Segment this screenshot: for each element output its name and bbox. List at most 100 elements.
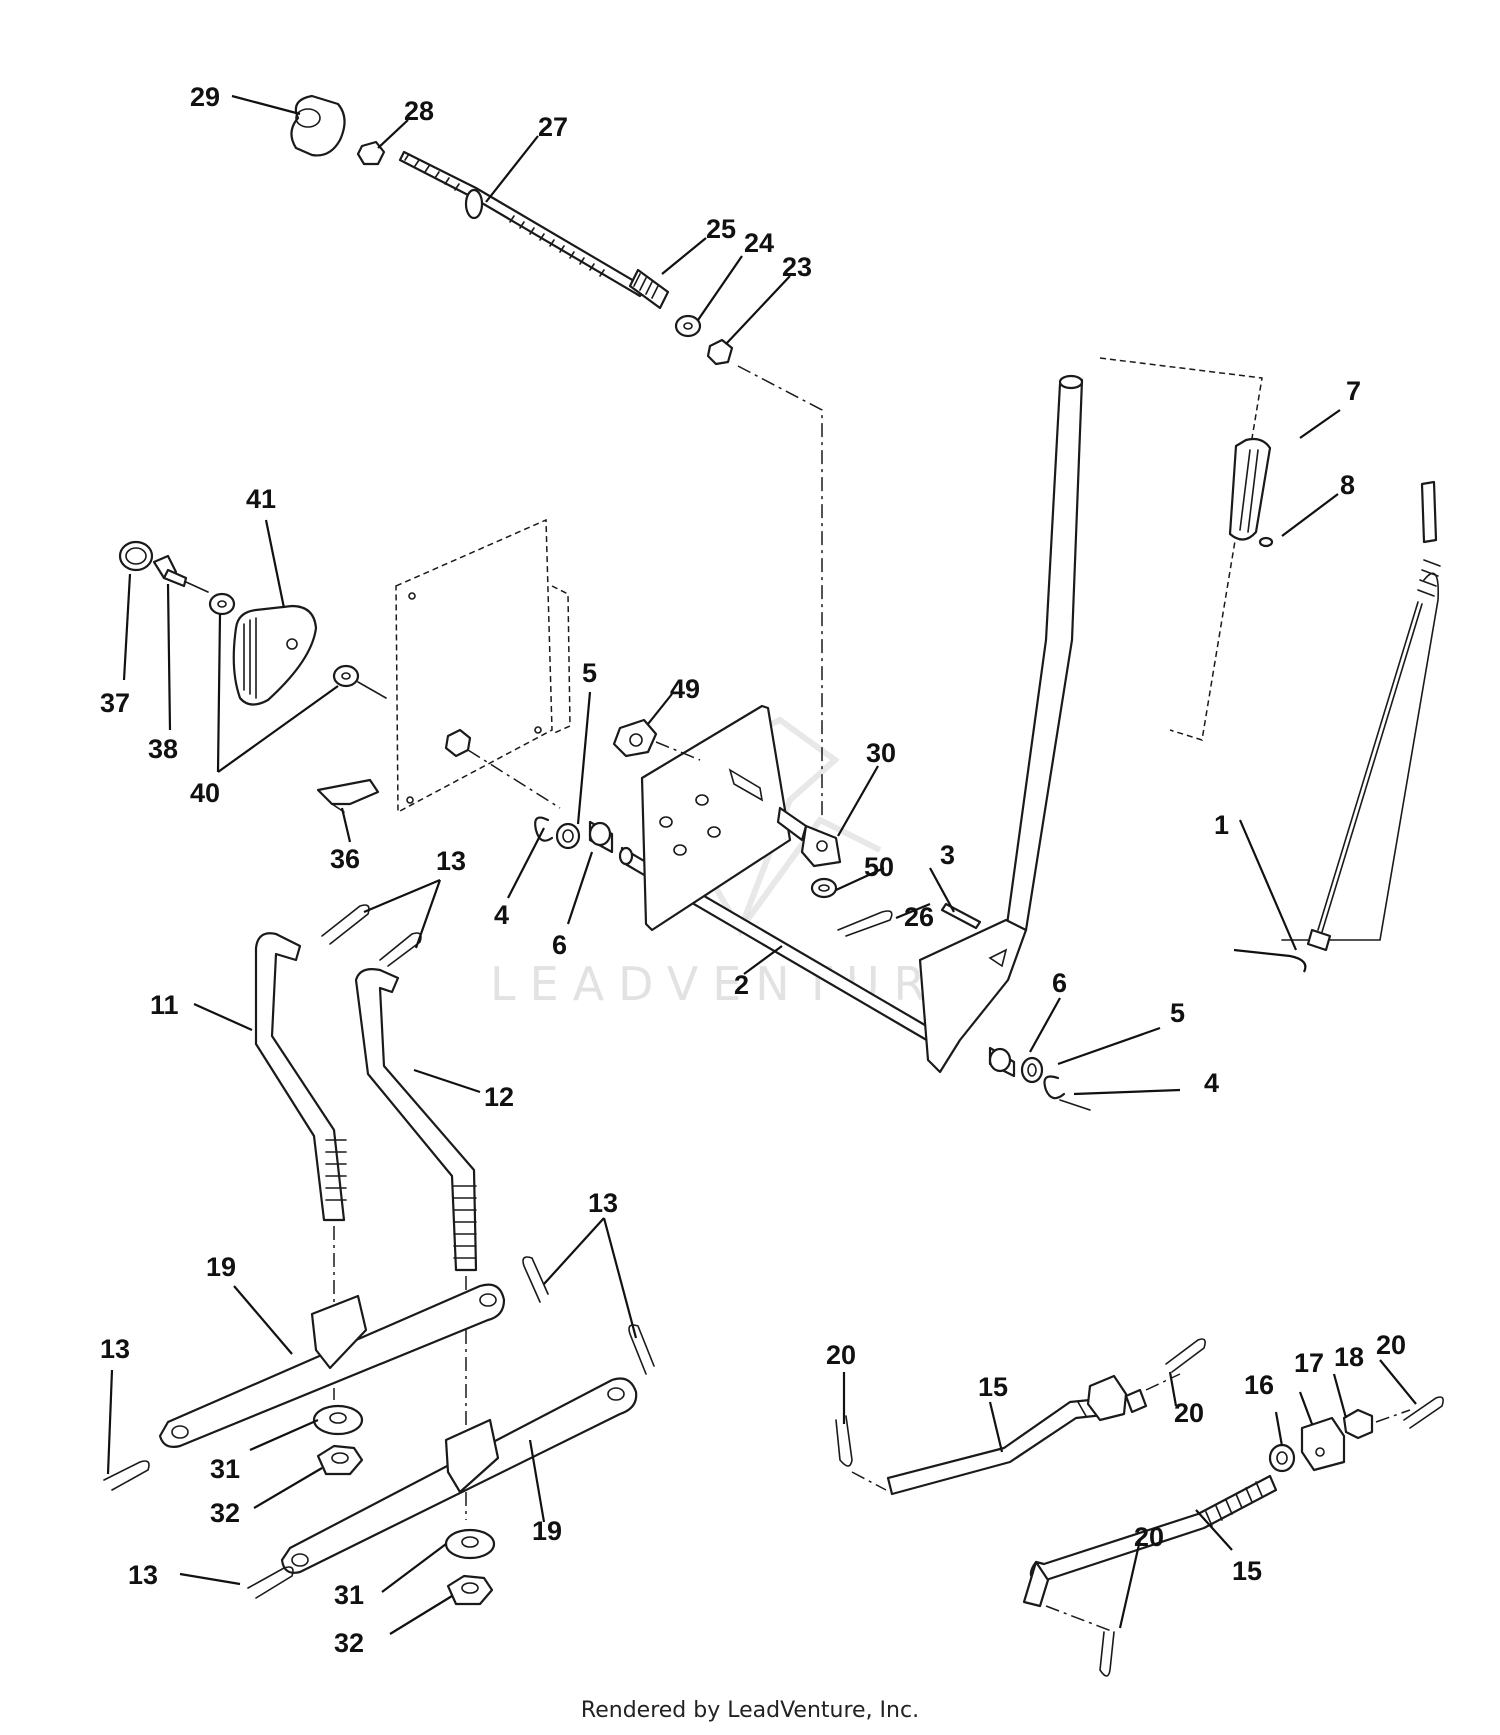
axis-20a: [851, 1471, 887, 1491]
dashed-panel: [395, 518, 571, 814]
callout-13-mid: 13: [588, 1188, 618, 1218]
callout-11: 11: [150, 990, 179, 1020]
nut-23: [706, 338, 734, 366]
callout-32-lower: 32: [334, 1628, 364, 1658]
callout-15-upper: 15: [978, 1372, 1008, 1402]
callout-17: 17: [1294, 1348, 1324, 1378]
callout-27: 27: [538, 112, 568, 142]
lift-handle: [918, 374, 1084, 1074]
callout-25: 25: [706, 214, 736, 244]
callout-13-bottom: 13: [128, 1560, 158, 1590]
screw-38: [152, 554, 188, 588]
callout-8: 8: [1340, 470, 1355, 500]
axis-right: [1059, 1099, 1091, 1111]
axis-20b: [1145, 1373, 1181, 1391]
callout-4-left: 4: [494, 900, 509, 930]
hairpin-20-c: [1403, 1396, 1444, 1429]
nut-32-lower: [446, 1574, 494, 1606]
leader-lines: [106, 94, 1417, 1635]
axis-panel: [467, 749, 561, 809]
callout-5-upper: 5: [582, 658, 597, 688]
cam-knob-41: [232, 604, 318, 706]
callout-26: 26: [904, 902, 934, 932]
callout-20-right: 20: [1376, 1330, 1406, 1360]
lock-washer-50: [810, 877, 838, 899]
e-clip-4-right: [1043, 1075, 1066, 1100]
link-12: [354, 968, 478, 1272]
callout-4-right: 4: [1204, 1068, 1219, 1098]
callout-31-lower: 31: [334, 1580, 364, 1610]
callout-20-mid: 20: [1174, 1398, 1204, 1428]
footer-credit: Rendered by LeadVenture, Inc.: [580, 1698, 920, 1723]
hairpin-13-a: [321, 904, 370, 945]
callout-23: 23: [782, 252, 812, 282]
callout-49: 49: [670, 674, 700, 704]
callout-50: 50: [864, 852, 894, 882]
link-11: [254, 932, 347, 1222]
watermark-text: LEADVENTURE: [490, 957, 983, 1011]
callout-16: 16: [1244, 1370, 1274, 1400]
threaded-rod-27: [398, 150, 648, 298]
bracket-plate: [640, 704, 792, 932]
callout-19-upper: 19: [206, 1252, 236, 1282]
callout-24: 24: [744, 228, 774, 258]
callout-30: 30: [866, 738, 896, 768]
callout-40: 40: [190, 778, 220, 808]
callout-18: 18: [1334, 1342, 1364, 1372]
grommet-31-upper: [312, 1404, 364, 1436]
knob-29: [290, 94, 346, 157]
callout-12: 12: [484, 1082, 514, 1112]
axis-20d: [1045, 1605, 1115, 1633]
callout-37: 37: [100, 688, 130, 718]
nut-32-upper: [316, 1444, 364, 1476]
rod-15-lower: [1022, 1474, 1278, 1608]
callout-13-left: 13: [100, 1334, 130, 1364]
callout-20-bottom: 20: [1134, 1522, 1164, 1552]
bushing-16: [1268, 1443, 1296, 1473]
washer-40a: [208, 592, 236, 616]
centerline-rod: [737, 365, 823, 820]
callout-38: 38: [148, 734, 178, 764]
axis-20c: [1375, 1409, 1411, 1423]
callout-6-left: 6: [552, 930, 567, 960]
callout-3: 3: [940, 840, 955, 870]
grip-7: [1228, 437, 1272, 541]
ring-37: [118, 540, 154, 572]
axis-49: [655, 741, 701, 761]
callout-19-lower: 19: [532, 1516, 562, 1546]
hairpin-13-c: [522, 1256, 549, 1303]
nut-18: [1342, 1408, 1374, 1440]
callout-28: 28: [404, 96, 434, 126]
axis-knob: [185, 581, 209, 593]
washer-5-right: [1020, 1056, 1044, 1084]
callout-2: 2: [734, 970, 749, 1000]
bushing-6-left: [588, 820, 614, 854]
hairpin-13-b: [379, 932, 422, 967]
hairpin-20-a: [835, 1415, 853, 1467]
callout-31-upper: 31: [210, 1454, 240, 1484]
callout-7: 7: [1346, 376, 1361, 406]
axis-knob-2: [357, 681, 387, 699]
ring-8: [1258, 536, 1274, 548]
hairpin-20-d: [1099, 1631, 1115, 1677]
hairpin-13-d: [628, 1324, 655, 1375]
washer-24: [674, 314, 702, 338]
callout-6-right: 6: [1052, 968, 1067, 998]
trunnion-block-17: [1300, 1416, 1346, 1472]
callout-15-lower: 15: [1232, 1556, 1262, 1586]
lift-arm-19-upper: [158, 1283, 506, 1448]
callout-32-upper: 32: [210, 1498, 240, 1528]
nut-28: [356, 140, 386, 166]
cable-1: [1281, 480, 1441, 952]
trunnion-block-upper: [1086, 1374, 1148, 1422]
pin-3: [940, 902, 982, 930]
callout-13-top: 13: [436, 846, 466, 876]
callout-36: 36: [330, 844, 360, 874]
callout-1: 1: [1214, 810, 1229, 840]
callout-29: 29: [190, 82, 220, 112]
hairpin-26: [837, 910, 893, 937]
grommet-31-lower: [444, 1528, 496, 1560]
callout-5-right: 5: [1170, 998, 1185, 1028]
hairpin-13-e: [103, 1460, 150, 1491]
